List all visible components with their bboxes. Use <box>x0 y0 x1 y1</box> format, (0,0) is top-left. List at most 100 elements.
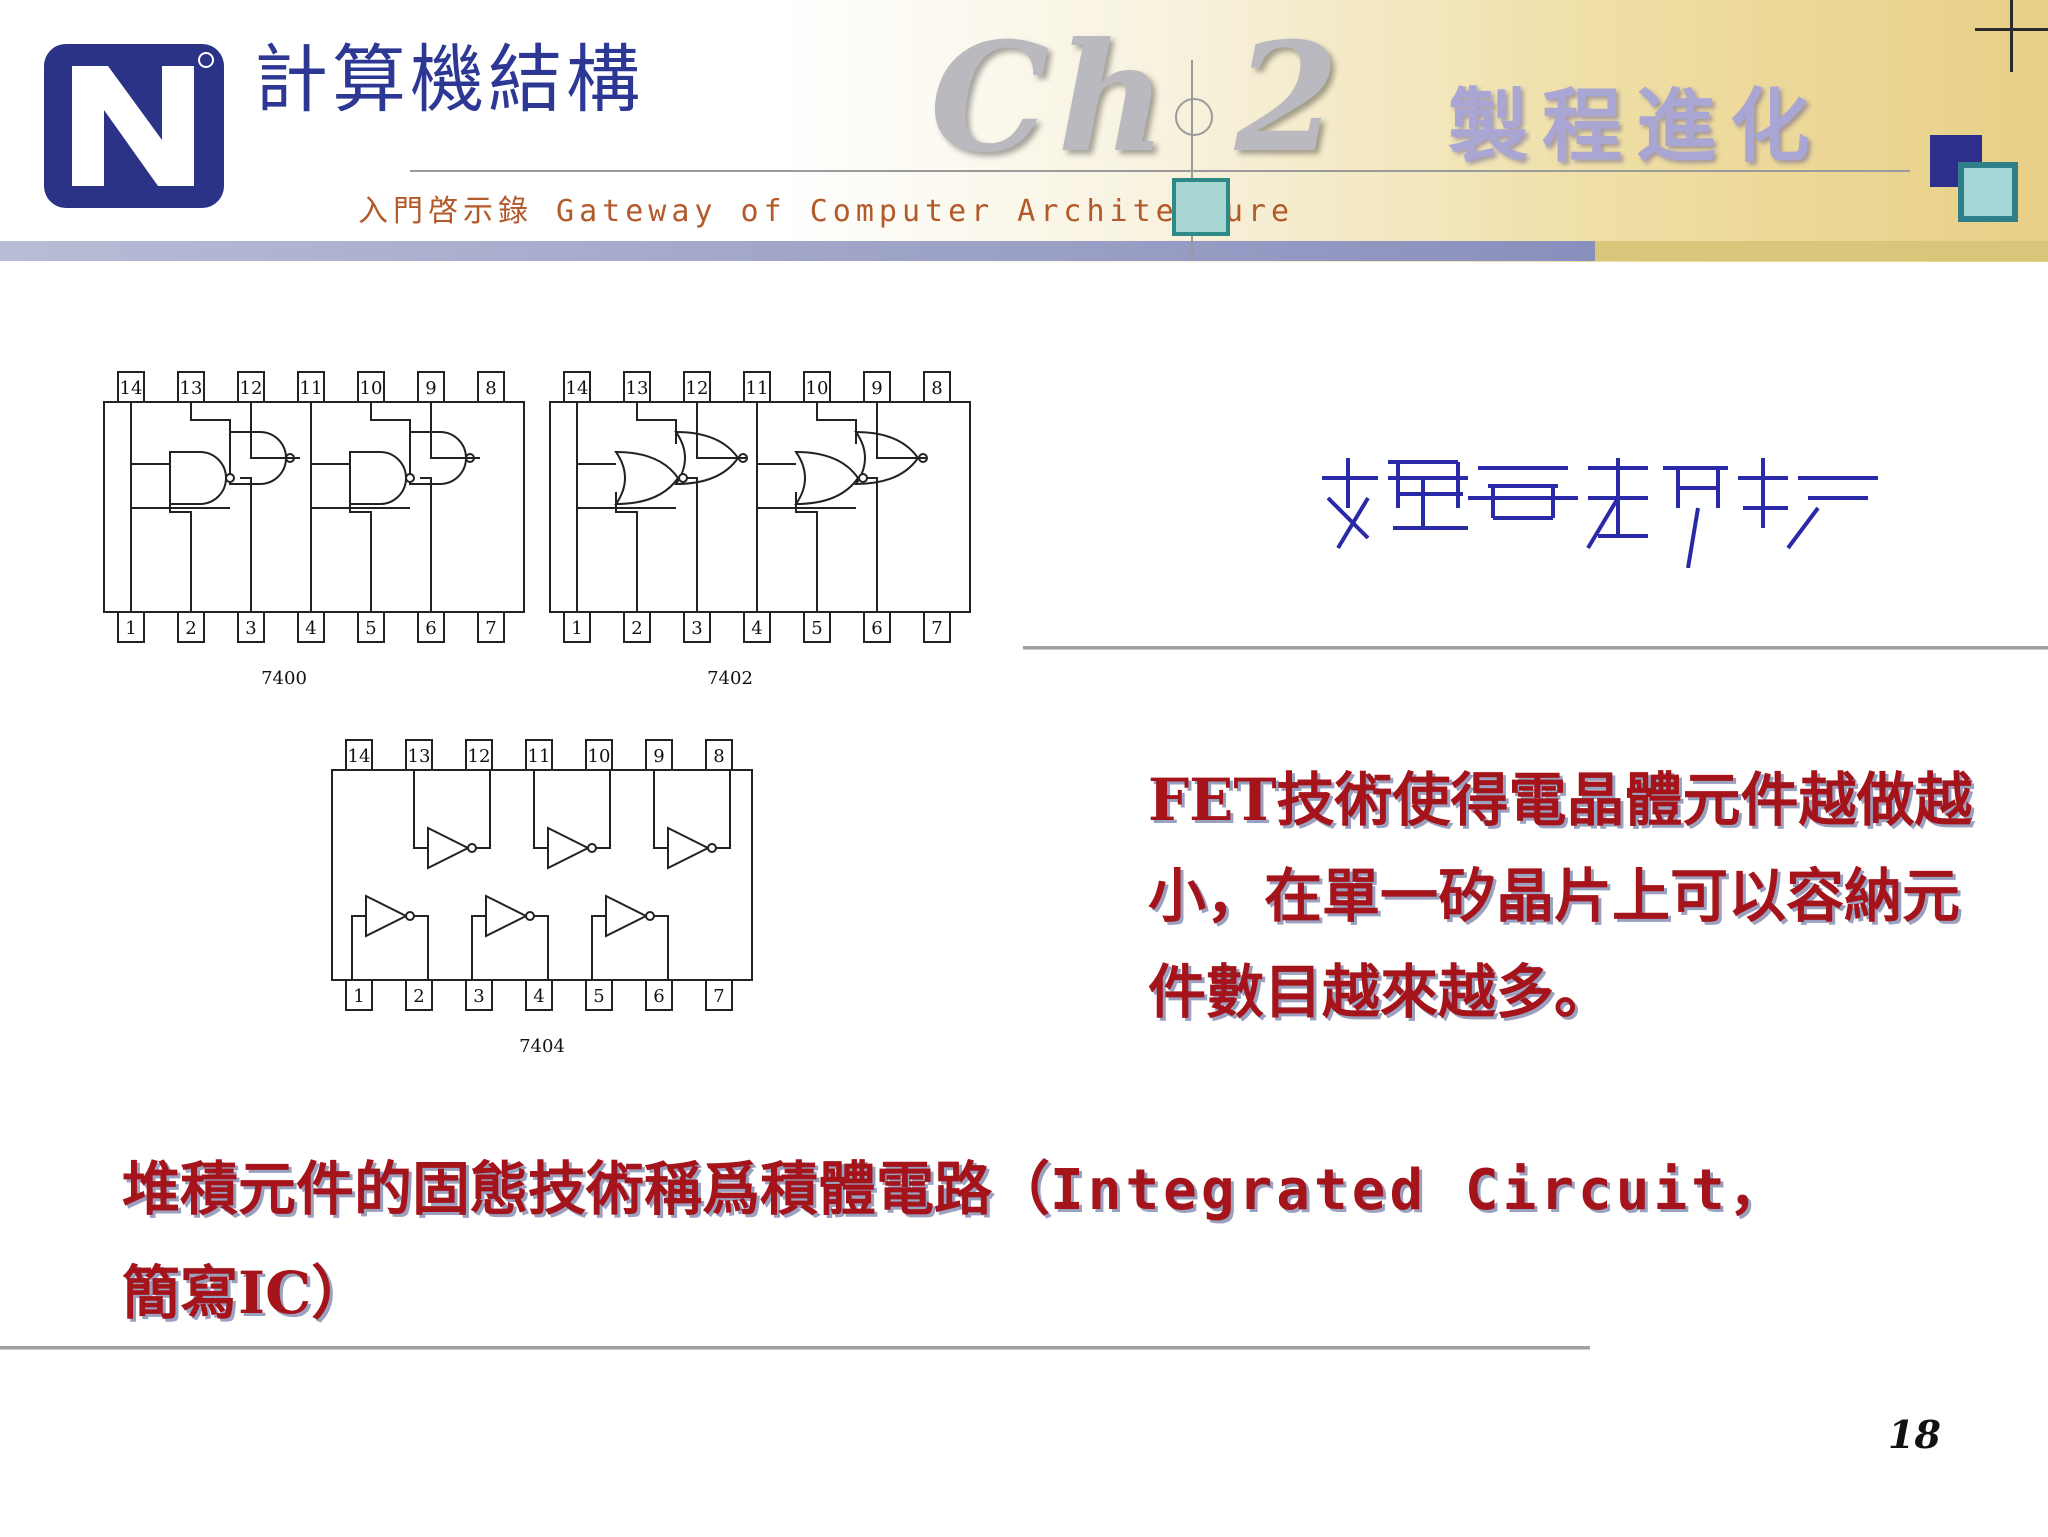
pin <box>417 611 445 643</box>
pin-label: 12 <box>468 746 491 767</box>
chip-label: 7402 <box>707 668 753 689</box>
pin <box>645 979 673 1011</box>
pin <box>563 611 591 643</box>
chip-label: 7404 <box>519 1036 565 1057</box>
pin-label: 1 <box>571 618 582 639</box>
pin <box>465 739 493 771</box>
page-number: 18 <box>1888 1412 1941 1457</box>
slide-header: 計算機結構 入門啓示錄 Gateway of Computer Architec… <box>0 0 2048 262</box>
pin-label: 10 <box>588 746 611 767</box>
pin-label: 12 <box>686 378 709 399</box>
nor-gate <box>756 450 878 612</box>
pin-label: 9 <box>871 378 882 399</box>
inverter-gate <box>653 770 731 870</box>
pin-label: 8 <box>931 378 942 399</box>
inverter-gate <box>413 770 491 870</box>
pin-label: 7 <box>931 618 942 639</box>
pin-label: 11 <box>528 746 551 767</box>
pin <box>417 371 445 403</box>
pin-label: 5 <box>593 986 604 1007</box>
pin-label: 10 <box>360 378 383 399</box>
pin <box>357 371 385 403</box>
pin <box>465 979 493 1011</box>
pin-label: 8 <box>485 378 496 399</box>
ic-chip-diagrams: 1411321231141059687740014113212311410596… <box>103 371 971 1057</box>
pin <box>923 611 951 643</box>
pin-label: 14 <box>120 378 143 399</box>
pin-label: 7 <box>713 986 724 1007</box>
pin <box>863 611 891 643</box>
inverter-gate <box>471 894 549 980</box>
nand-gate <box>130 451 252 612</box>
pin <box>623 611 651 643</box>
pin-label: 13 <box>180 378 203 399</box>
pin-label: 5 <box>365 618 376 639</box>
pin-label: 8 <box>713 746 724 767</box>
inverter-gate <box>533 770 611 870</box>
decor-circle <box>1175 98 1213 136</box>
pin-label: 3 <box>691 618 702 639</box>
ic-definition-en: Integrated Circuit， <box>1050 1158 1789 1223</box>
decor-square-light <box>1958 162 2018 222</box>
decor-line <box>1191 60 1193 260</box>
section-rule-bottom <box>0 1346 1590 1350</box>
pin-label: 14 <box>348 746 371 767</box>
pin <box>177 371 205 403</box>
pin-label: 12 <box>240 378 263 399</box>
section-rule-top <box>1023 646 2048 650</box>
pin-label: 1 <box>353 986 364 1007</box>
pin <box>405 739 433 771</box>
decor-square <box>1172 178 1230 236</box>
ic-definition: 堆積元件的固態技術稱爲積體電路（Integrated Circuit， 簡寫IC… <box>122 1138 1922 1344</box>
pin <box>585 979 613 1011</box>
pin-label: 14 <box>566 378 589 399</box>
pin-label: 9 <box>425 378 436 399</box>
pin <box>525 979 553 1011</box>
pin-label: 13 <box>626 378 649 399</box>
pin <box>863 371 891 403</box>
pin <box>563 371 591 403</box>
pin <box>117 371 145 403</box>
pin <box>477 611 505 643</box>
pin-label: 9 <box>653 746 664 767</box>
nand-gate <box>310 451 432 612</box>
pin-label: 4 <box>533 986 544 1007</box>
pin-label: 1 <box>125 618 136 639</box>
pin-label: 6 <box>871 618 882 639</box>
header-divider <box>410 170 1910 172</box>
pin-label: 4 <box>751 618 762 639</box>
pin-label: 7 <box>485 618 496 639</box>
pin <box>705 739 733 771</box>
pin-label: 6 <box>653 986 664 1007</box>
pin <box>237 611 265 643</box>
chapter-title: 製程進化 <box>1448 79 1824 173</box>
publisher-logo-icon <box>44 44 224 208</box>
inverter-gate <box>591 894 669 980</box>
pin-label: 5 <box>811 618 822 639</box>
book-subtitle: 入門啓示錄 Gateway of Computer Architecture <box>358 194 1295 229</box>
book-title: 計算機結構 <box>254 37 644 123</box>
pin <box>683 371 711 403</box>
pin <box>525 739 553 771</box>
pin <box>177 611 205 643</box>
pin <box>705 979 733 1011</box>
nor-gate <box>576 402 748 509</box>
pin-label: 13 <box>408 746 431 767</box>
nor-gate <box>576 450 698 612</box>
pin-label: 4 <box>305 618 316 639</box>
pin-label: 6 <box>425 618 436 639</box>
pin <box>623 371 651 403</box>
pin-label: 3 <box>473 986 484 1007</box>
ic-definition-tail: 簡寫IC） <box>122 1259 370 1327</box>
fet-description: FET技術使得電晶體元件越做越小，在單一矽晶片上可以容納元件數目越來越多。 <box>1148 766 1973 1026</box>
chapter-number: Ch 2 <box>930 10 1348 186</box>
pin <box>345 739 373 771</box>
pin <box>585 739 613 771</box>
pin-label: 11 <box>300 378 323 399</box>
pin-label: 3 <box>245 618 256 639</box>
pin <box>357 611 385 643</box>
pin <box>117 611 145 643</box>
chip-label: 7400 <box>261 668 307 689</box>
